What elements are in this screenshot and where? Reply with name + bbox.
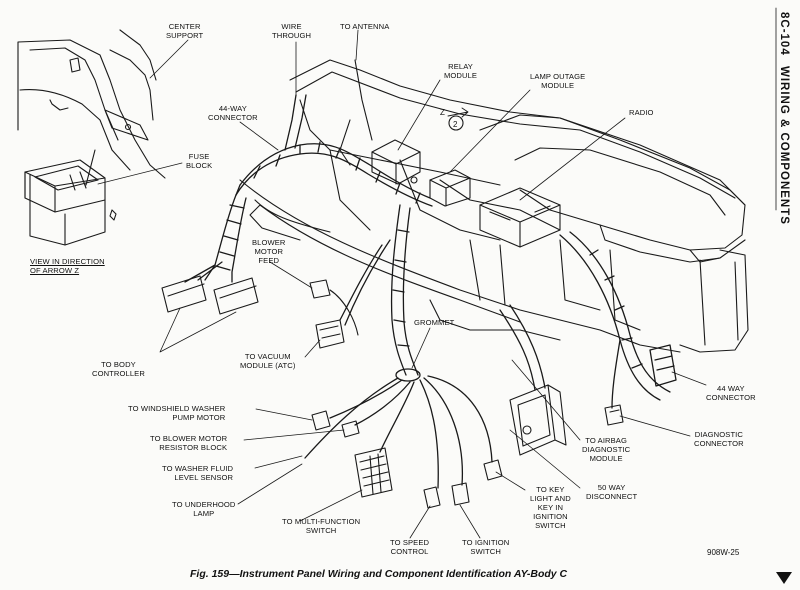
leader-speed-control — [409, 505, 431, 539]
body-controller-connectors-drawing — [161, 275, 259, 315]
leader-ignition — [459, 504, 481, 539]
leader-relay-module — [397, 79, 441, 151]
leader-key-light — [495, 471, 526, 491]
leader-44way-right — [671, 371, 707, 386]
figure-code: 908W-25 — [707, 548, 740, 557]
airbag-diagnostic-module-drawing — [509, 384, 567, 456]
section-title: WIRING & COMPONENTS — [778, 66, 790, 225]
leader-lamp-outage — [449, 89, 531, 173]
resistor-block-connector-drawing — [341, 420, 360, 438]
center-support-drawing — [17, 29, 166, 179]
fuse-block-drawing — [24, 149, 117, 246]
leader-radio — [519, 117, 626, 201]
leader-airbag — [511, 359, 581, 441]
page-corner-arrow — [776, 572, 792, 584]
leader-grommet — [411, 327, 431, 369]
leader-washer-pump — [255, 408, 313, 421]
speed-control-connector-drawing — [423, 486, 441, 509]
leader-center-support — [149, 39, 189, 79]
leader-fuse-block — [97, 162, 183, 185]
label-radio: RADIO — [629, 108, 654, 117]
label-to-antenna: TO ANTENNA — [340, 22, 390, 31]
leader-blower-resistor — [243, 429, 345, 441]
figure-caption: Fig. 159—Instrument Panel Wiring and Com… — [190, 568, 568, 580]
wiring-harness — [184, 94, 677, 489]
diagnostic-connector-drawing — [604, 404, 624, 426]
view-marker-letter: Z — [440, 108, 445, 117]
leader-50way — [509, 429, 581, 489]
radio-drawing — [479, 187, 561, 248]
washer-pump-connector-drawing — [311, 410, 331, 431]
leader-44way-top — [239, 121, 279, 151]
blower-feed-connector-drawing — [309, 279, 359, 336]
leader-vacuum — [304, 339, 321, 358]
svg-text:2: 2 — [453, 120, 458, 129]
label-grommet: GROMMET — [414, 318, 455, 327]
page-number: 8C-104 — [778, 12, 790, 56]
leader-multifunction — [299, 489, 363, 522]
leader-body-controller — [159, 307, 237, 353]
leader-lines — [97, 29, 707, 539]
leader-underhood — [237, 463, 303, 505]
leader-blower-feed — [269, 261, 313, 289]
leader-diagnostic — [619, 415, 691, 437]
instrument-panel-body — [239, 59, 749, 353]
ignition-switch-connector-drawing — [451, 482, 470, 506]
lamp-outage-module-drawing — [429, 169, 471, 207]
view-direction-marker — [447, 107, 469, 118]
key-light-connector-drawing — [483, 459, 503, 481]
leader-washer-fluid — [254, 455, 303, 469]
multifunction-switch-connector-drawing — [354, 447, 393, 498]
vacuum-module-connector-drawing — [315, 319, 345, 349]
leader-antenna — [355, 29, 359, 61]
antenna-lead-drawing: 2 — [339, 59, 464, 166]
relay-module-drawing — [371, 139, 421, 185]
